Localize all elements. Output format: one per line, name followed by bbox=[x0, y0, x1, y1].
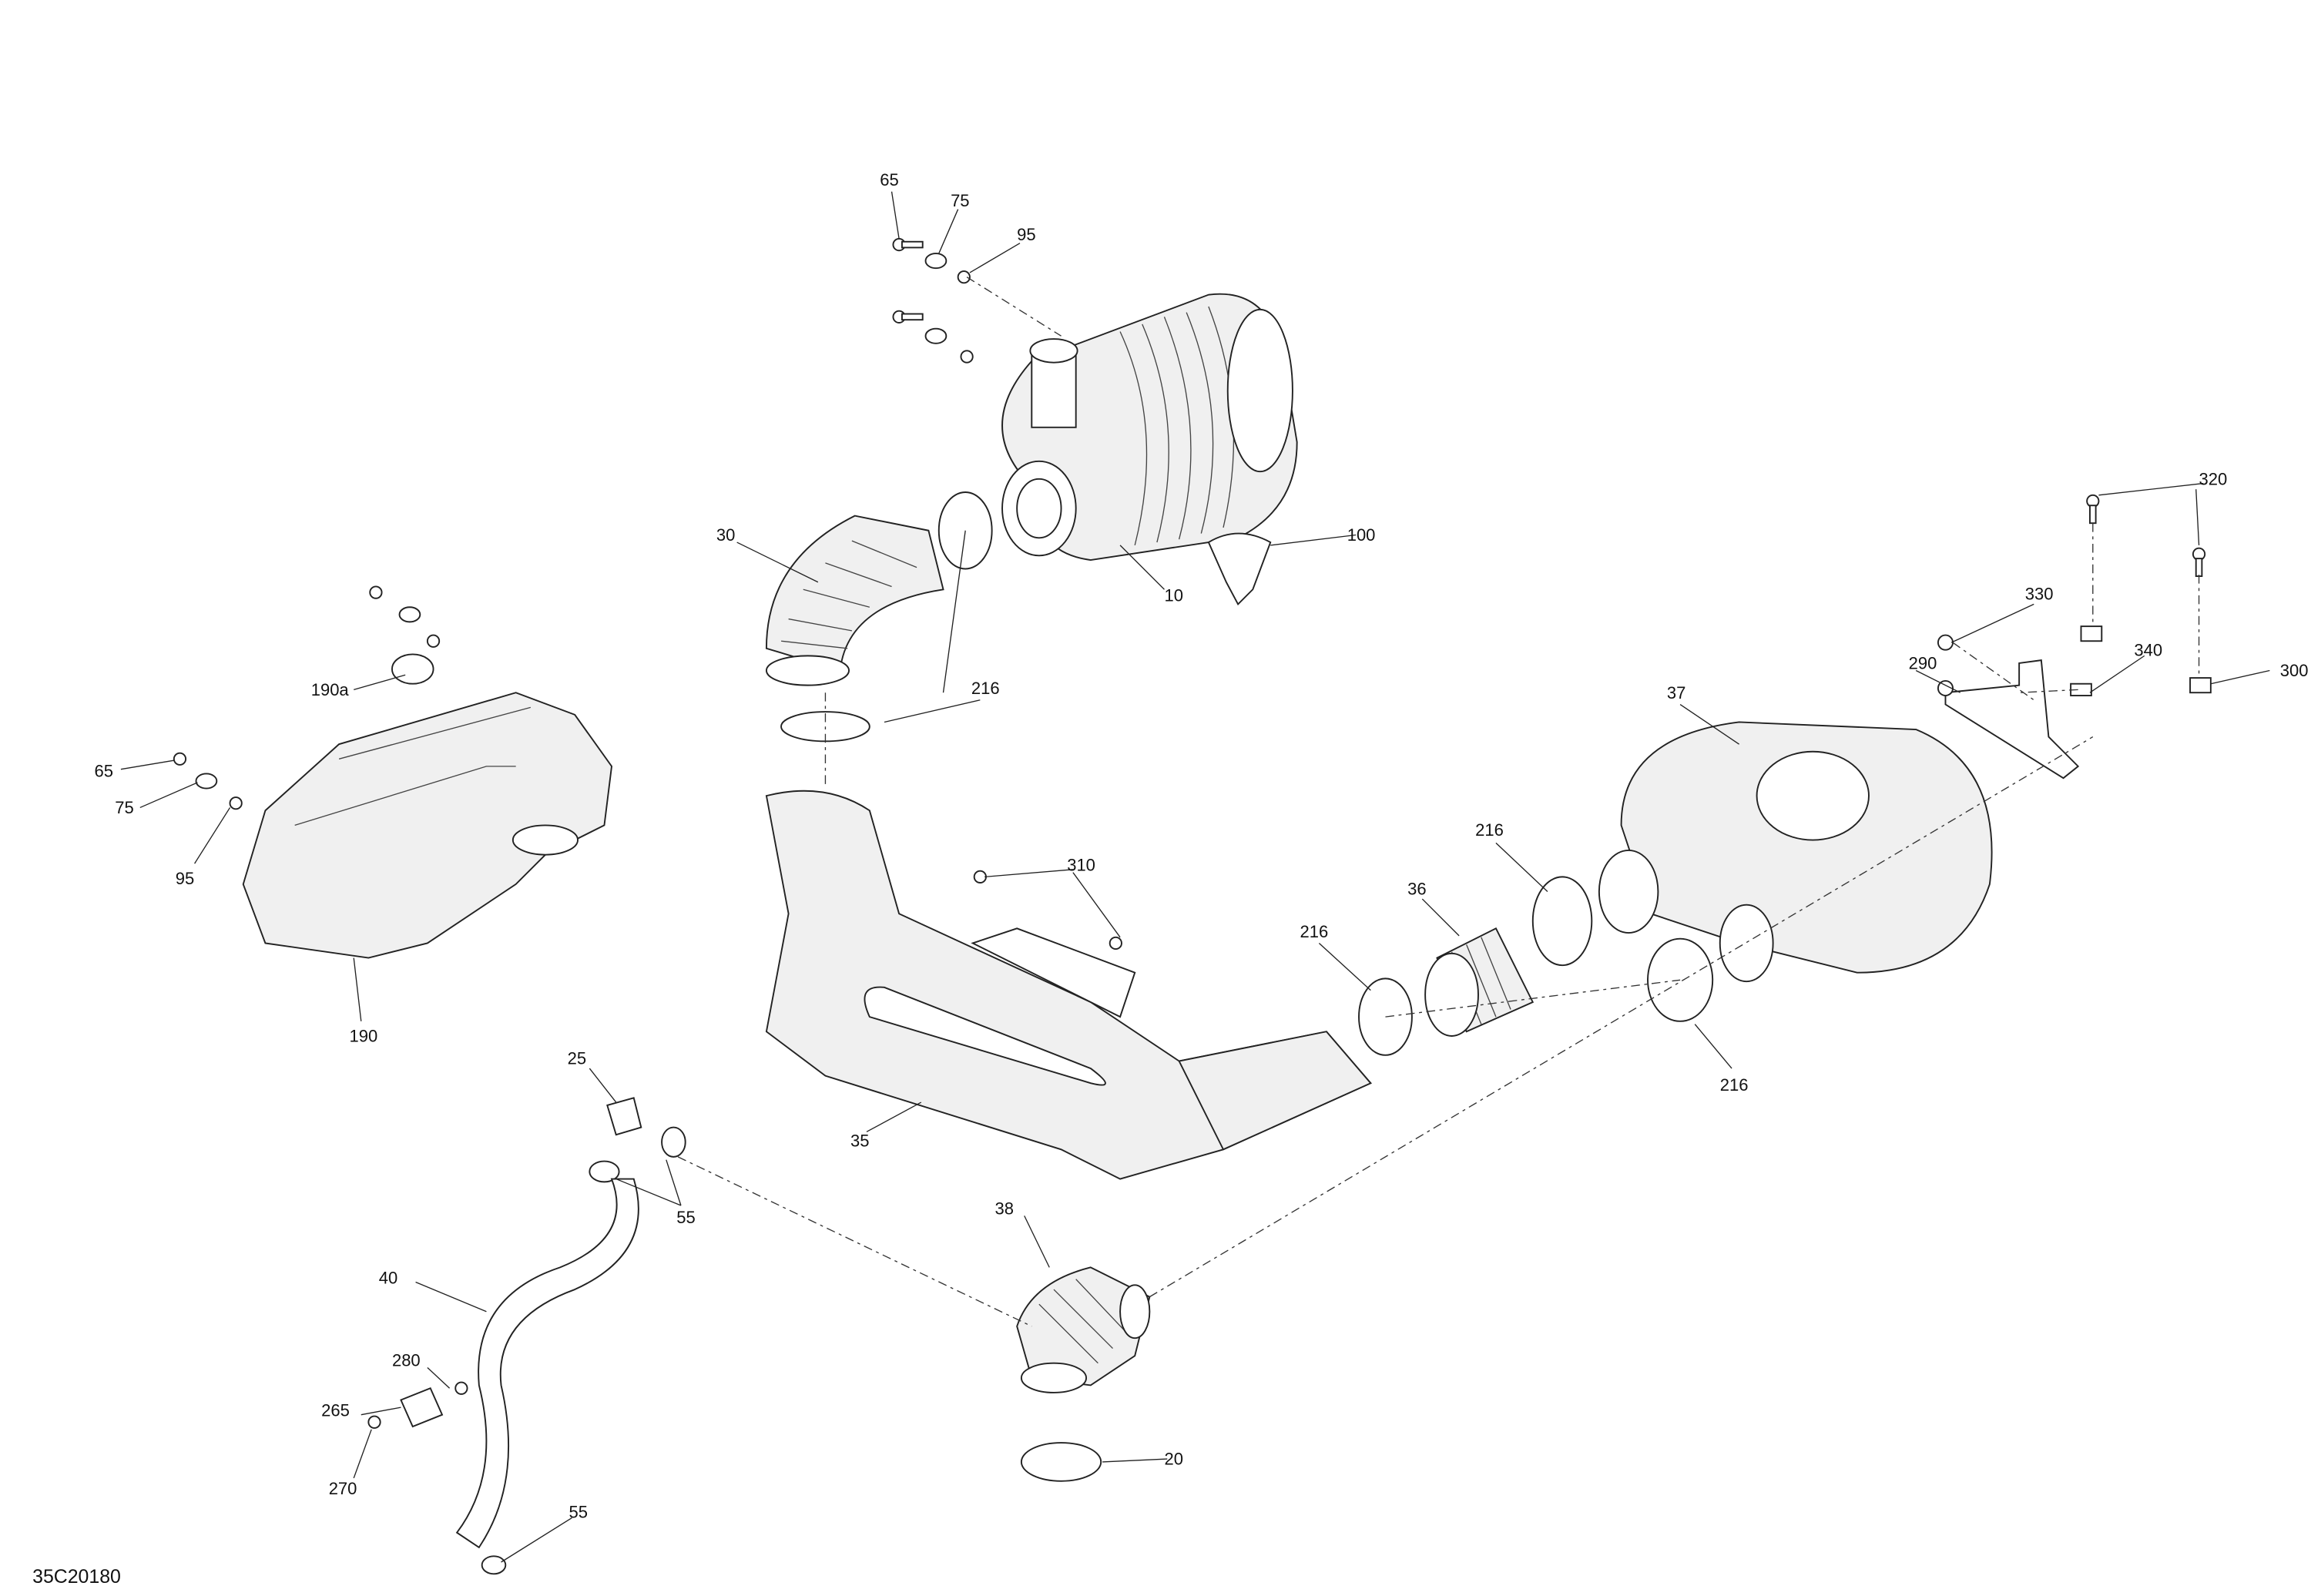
drawing-code: 35C20180 bbox=[32, 1566, 121, 1588]
coupler-36 bbox=[1424, 927, 1535, 1037]
callout-216: 216 bbox=[1475, 820, 1504, 840]
dust-valve-100 bbox=[1207, 532, 1272, 606]
callout-100: 100 bbox=[1347, 525, 1376, 545]
silencer-37 bbox=[1598, 721, 1993, 983]
callout-95: 95 bbox=[176, 869, 194, 888]
callout-75: 75 bbox=[951, 191, 969, 210]
callout-300: 300 bbox=[2280, 661, 2309, 680]
callout-37: 37 bbox=[1667, 683, 1685, 702]
air-duct-35 bbox=[765, 790, 1372, 1180]
hose-40 bbox=[455, 1178, 639, 1549]
callout-190a: 190a bbox=[311, 680, 350, 699]
clamp-20 bbox=[1020, 1442, 1102, 1482]
callout-280: 280 bbox=[392, 1351, 421, 1370]
callout-340: 340 bbox=[2134, 640, 2162, 659]
callout-55: 55 bbox=[569, 1503, 588, 1522]
clamp-216-c bbox=[1531, 876, 1593, 967]
callout-330: 330 bbox=[2025, 585, 2054, 604]
elbow-hose-30 bbox=[765, 491, 993, 686]
bracket-290 bbox=[1937, 494, 2212, 780]
callout-38: 38 bbox=[995, 1199, 1013, 1218]
callout-95: 95 bbox=[1017, 225, 1035, 244]
callout-25: 25 bbox=[568, 1048, 586, 1068]
callout-216: 216 bbox=[1300, 922, 1328, 941]
callout-10: 10 bbox=[1164, 586, 1182, 605]
callout-265: 265 bbox=[321, 1401, 350, 1420]
callout-75: 75 bbox=[115, 798, 133, 817]
clamp-55-bottom bbox=[481, 1555, 507, 1575]
cover-190 bbox=[173, 585, 613, 959]
elbow-38 bbox=[1016, 1266, 1151, 1393]
assembly-lines bbox=[677, 277, 2200, 1327]
callout-216: 216 bbox=[971, 679, 1000, 698]
callout-40: 40 bbox=[379, 1268, 397, 1287]
callout-320: 320 bbox=[2199, 469, 2228, 488]
callout-310: 310 bbox=[1067, 856, 1095, 875]
callout-190: 190 bbox=[349, 1027, 377, 1046]
fitting-25 bbox=[589, 1097, 686, 1183]
callout-65: 65 bbox=[880, 170, 898, 189]
callout-20: 20 bbox=[1164, 1450, 1182, 1469]
callout-290: 290 bbox=[1909, 654, 1937, 673]
callout-65: 65 bbox=[94, 761, 112, 780]
callout-270: 270 bbox=[329, 1479, 357, 1498]
clip-310-a bbox=[973, 870, 987, 884]
clip-280-265-270 bbox=[367, 1381, 468, 1429]
callout-35: 35 bbox=[850, 1131, 869, 1150]
leader-lines bbox=[120, 191, 2270, 1563]
callout-36: 36 bbox=[1407, 879, 1426, 898]
bolts-top bbox=[892, 237, 974, 364]
air-filter-housing-10 bbox=[1001, 293, 1298, 561]
callout-30: 30 bbox=[716, 525, 735, 545]
callout-216: 216 bbox=[1720, 1075, 1749, 1095]
clip-310-b bbox=[1109, 936, 1122, 951]
callout-labels: 65 75 95 100 10 30 216 320 330 340 290 3… bbox=[32, 170, 2308, 1588]
callout-55: 55 bbox=[676, 1208, 695, 1227]
